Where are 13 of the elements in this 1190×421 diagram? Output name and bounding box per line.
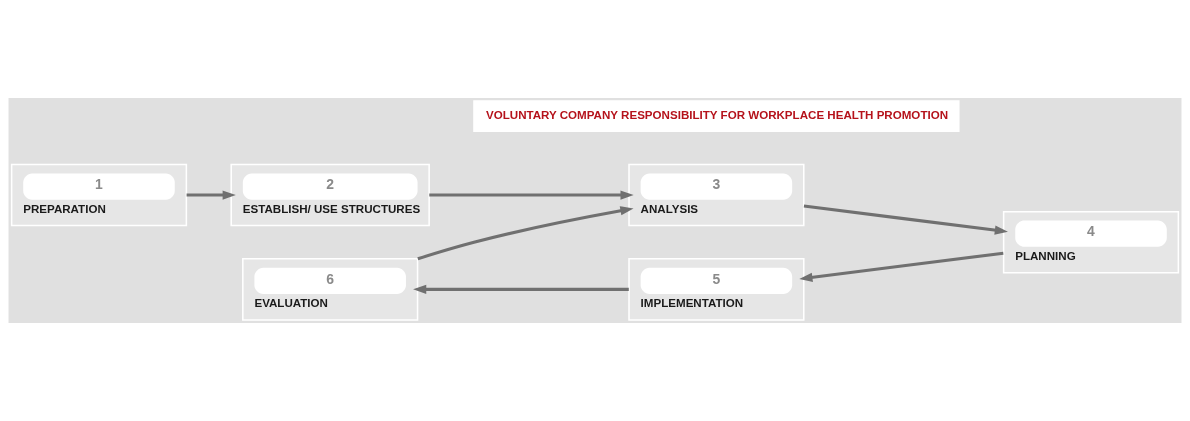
node-box: 6 EVALUATION — [242, 258, 419, 321]
arrow — [799, 251, 1004, 282]
node-box: 4 PLANNING — [1002, 210, 1180, 274]
node-box: 5 IMPLEMENTATION — [628, 258, 805, 321]
arrow — [429, 190, 634, 200]
node-box: 2 ESTABLISH/ USE STRUCTURES — [230, 163, 430, 227]
arrow — [417, 206, 634, 261]
arrow — [413, 284, 629, 294]
node-box: 3 ANALYSIS — [628, 163, 805, 227]
arrow — [803, 204, 1008, 235]
node-box: 1 PREPARATION — [10, 163, 188, 227]
arrow — [186, 190, 236, 200]
node-box: VOLUNTARY COMPANY RESPONSIBILITY FOR WORKPLACE HEALTH PROMOTION — [473, 100, 960, 133]
